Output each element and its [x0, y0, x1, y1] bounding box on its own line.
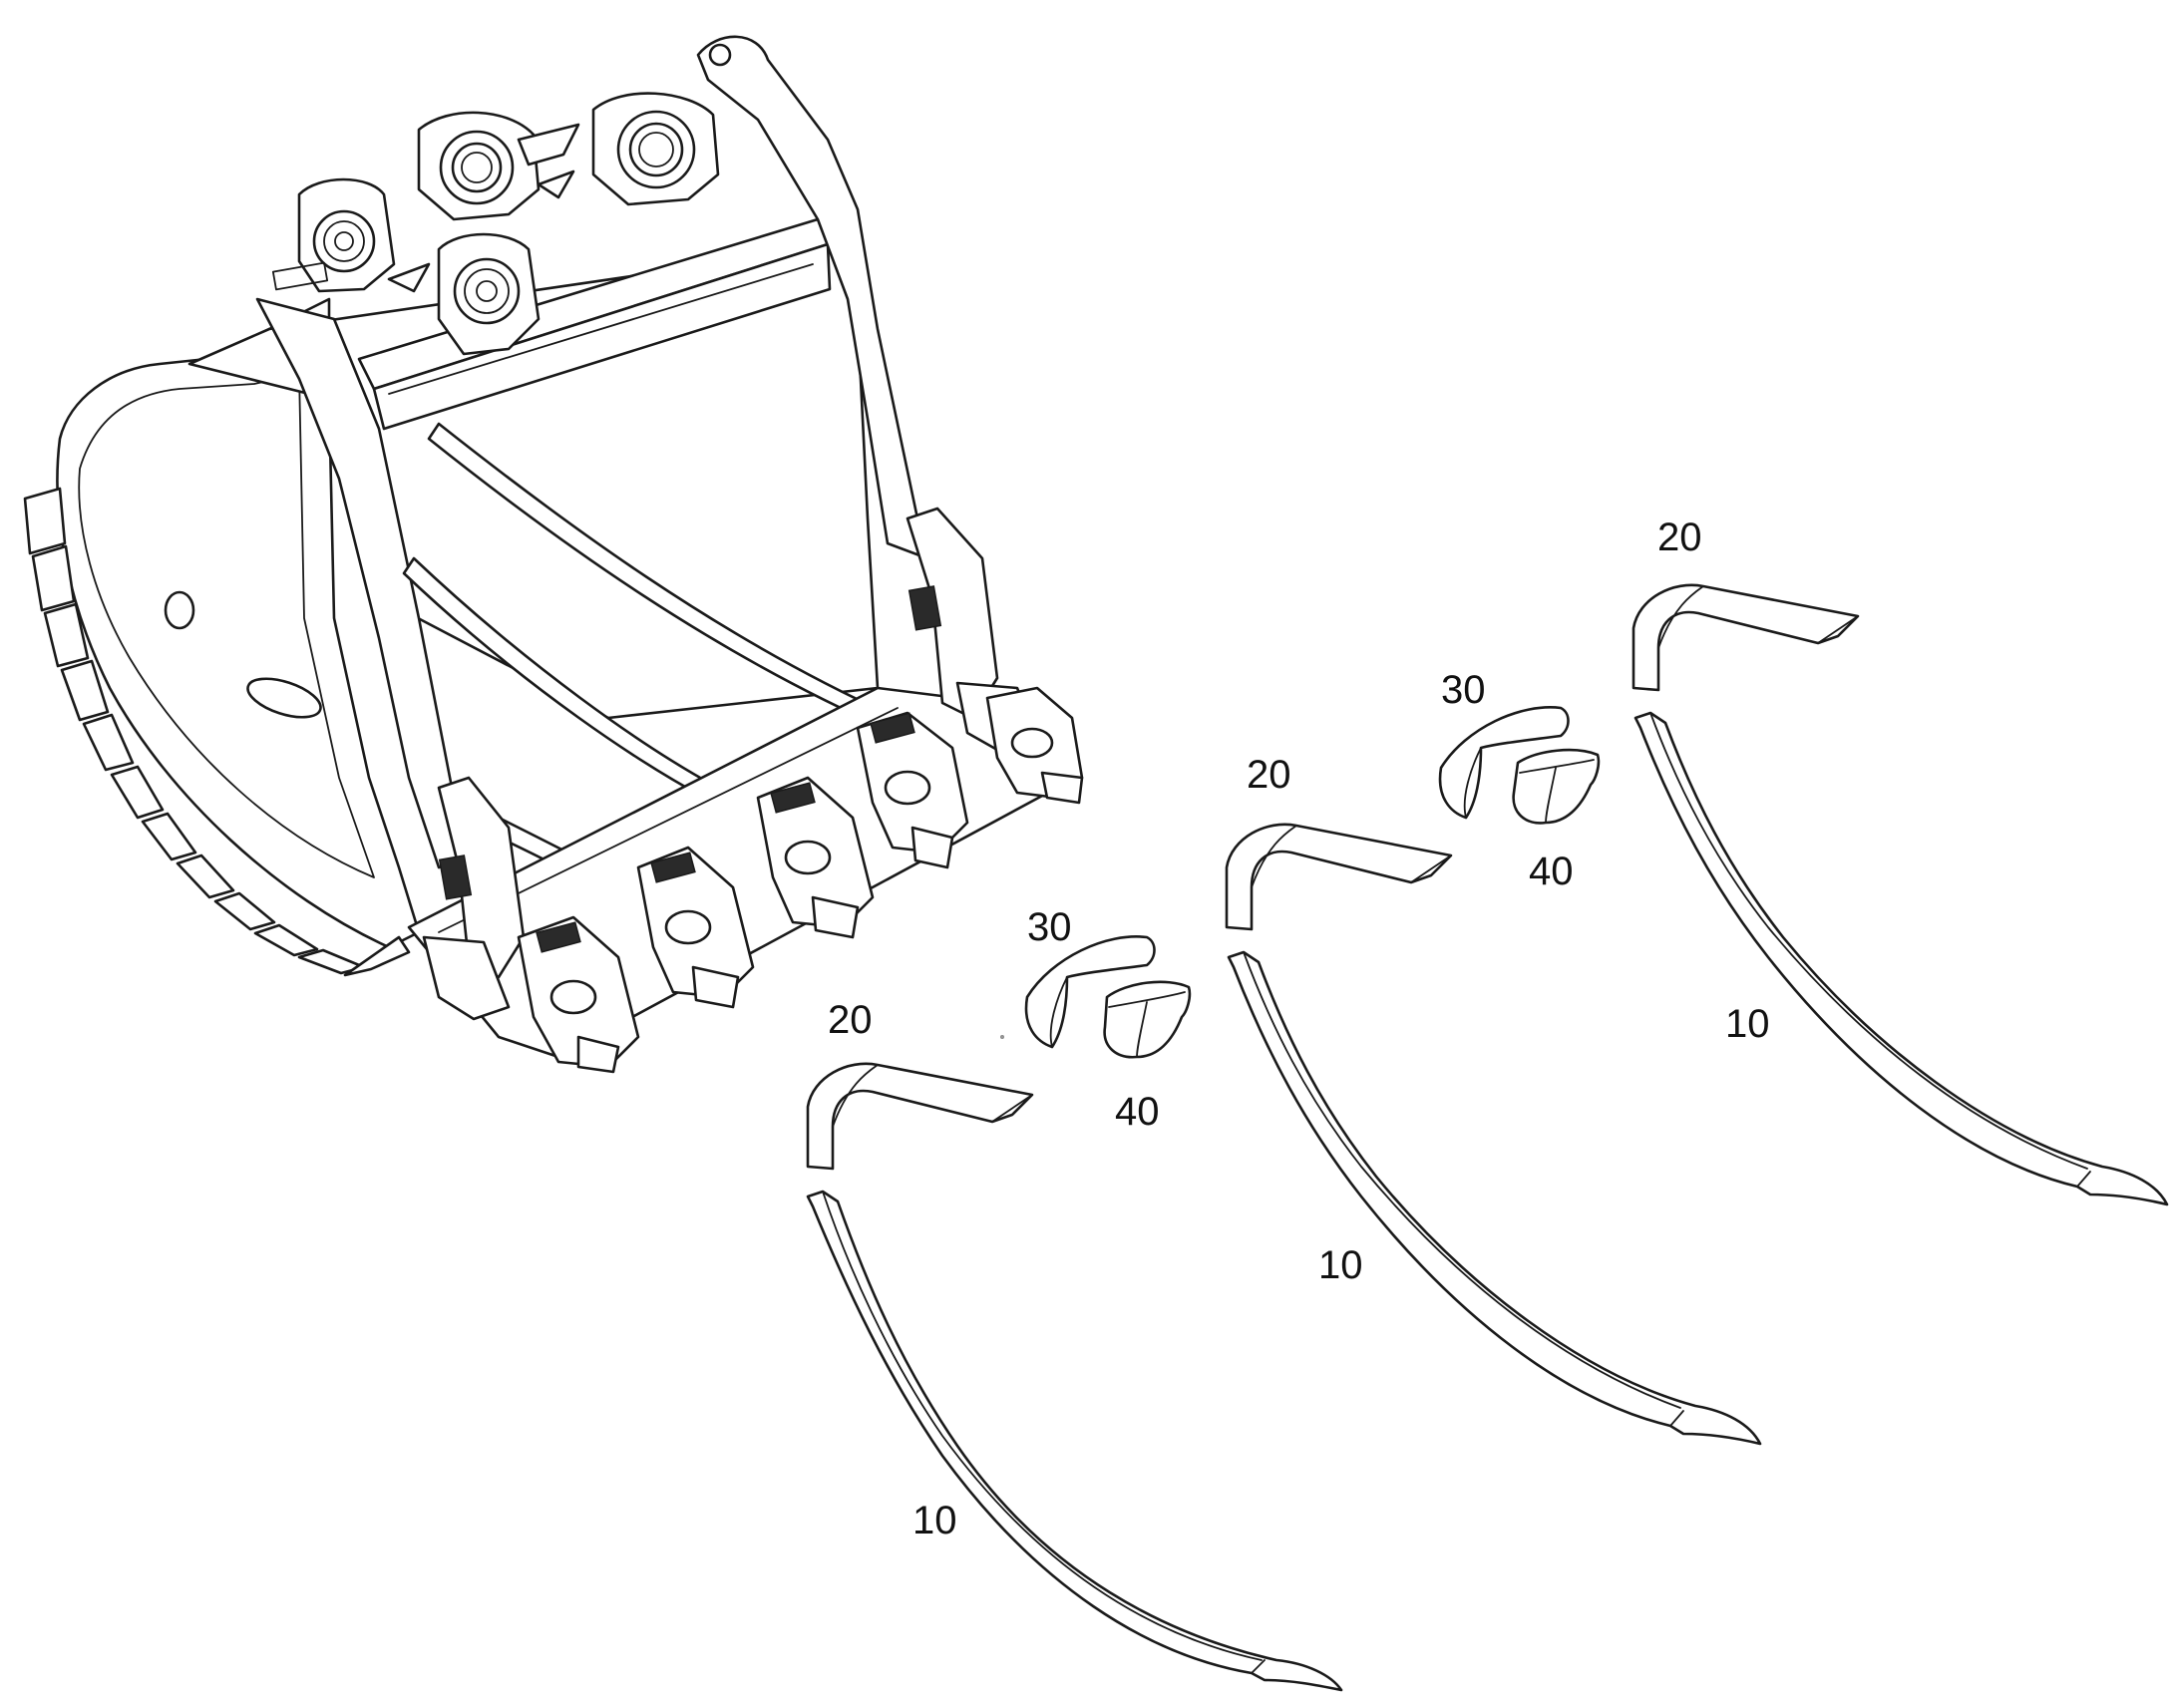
wear-block-a	[1103, 980, 1192, 1059]
upper-wear-strip-c	[1632, 583, 1860, 692]
callout-10-b: 10	[1318, 1243, 1363, 1287]
tooth-adapter-1	[517, 915, 640, 1074]
top-cross-beam-face	[372, 242, 832, 431]
tooth-adapter-5	[985, 686, 1084, 805]
callout-20-c: 20	[1657, 515, 1702, 559]
linkage-boss-lower-left	[297, 177, 396, 293]
lower-wear-strip-a	[806, 1190, 1343, 1692]
upper-wear-strip-a	[806, 1062, 1034, 1171]
tooth-adapter-3	[756, 776, 875, 939]
rear-upright-plate	[696, 35, 939, 560]
tooth-set-c	[1632, 583, 2169, 1206]
bucket-side-inner	[78, 373, 375, 878]
lower-wear-strip-c	[1634, 711, 2169, 1206]
callout-40-b: 40	[1529, 850, 1574, 893]
upper-wear-strip-b	[1225, 823, 1453, 931]
callout-20-a: 20	[828, 998, 873, 1042]
side-wear-blocks	[23, 487, 411, 977]
upright-pin-hole	[708, 43, 732, 67]
callout-30-b: 30	[1441, 668, 1486, 712]
excavator-bucket	[23, 35, 1084, 1074]
callout-40-a: 40	[1115, 1090, 1160, 1134]
tooth-set-b	[1225, 706, 1762, 1446]
brand-plate	[271, 261, 329, 291]
side-plate-slot	[246, 677, 322, 719]
lower-wear-strip-b	[1227, 950, 1762, 1446]
wear-block-b	[1512, 748, 1601, 825]
side-plate-hole	[164, 590, 195, 630]
callout-labels: 20 30 40 10 20 30 40 10 20 10	[828, 515, 1770, 1542]
tooth-set-a	[806, 935, 1343, 1692]
linkage-boss-upper-left	[417, 111, 541, 221]
tooth-adapter-4	[856, 711, 969, 869]
callout-20-b: 20	[1247, 753, 1291, 797]
callout-10-c: 10	[1725, 1002, 1770, 1046]
linkage-boss-upper-right	[591, 92, 720, 206]
callout-30-a: 30	[1027, 905, 1072, 949]
side-cutter-left	[422, 776, 526, 1021]
callout-10-a: 10	[912, 1499, 957, 1542]
tooth-adapter-2	[636, 846, 755, 1009]
linkage-boss-lower-right	[437, 232, 541, 356]
